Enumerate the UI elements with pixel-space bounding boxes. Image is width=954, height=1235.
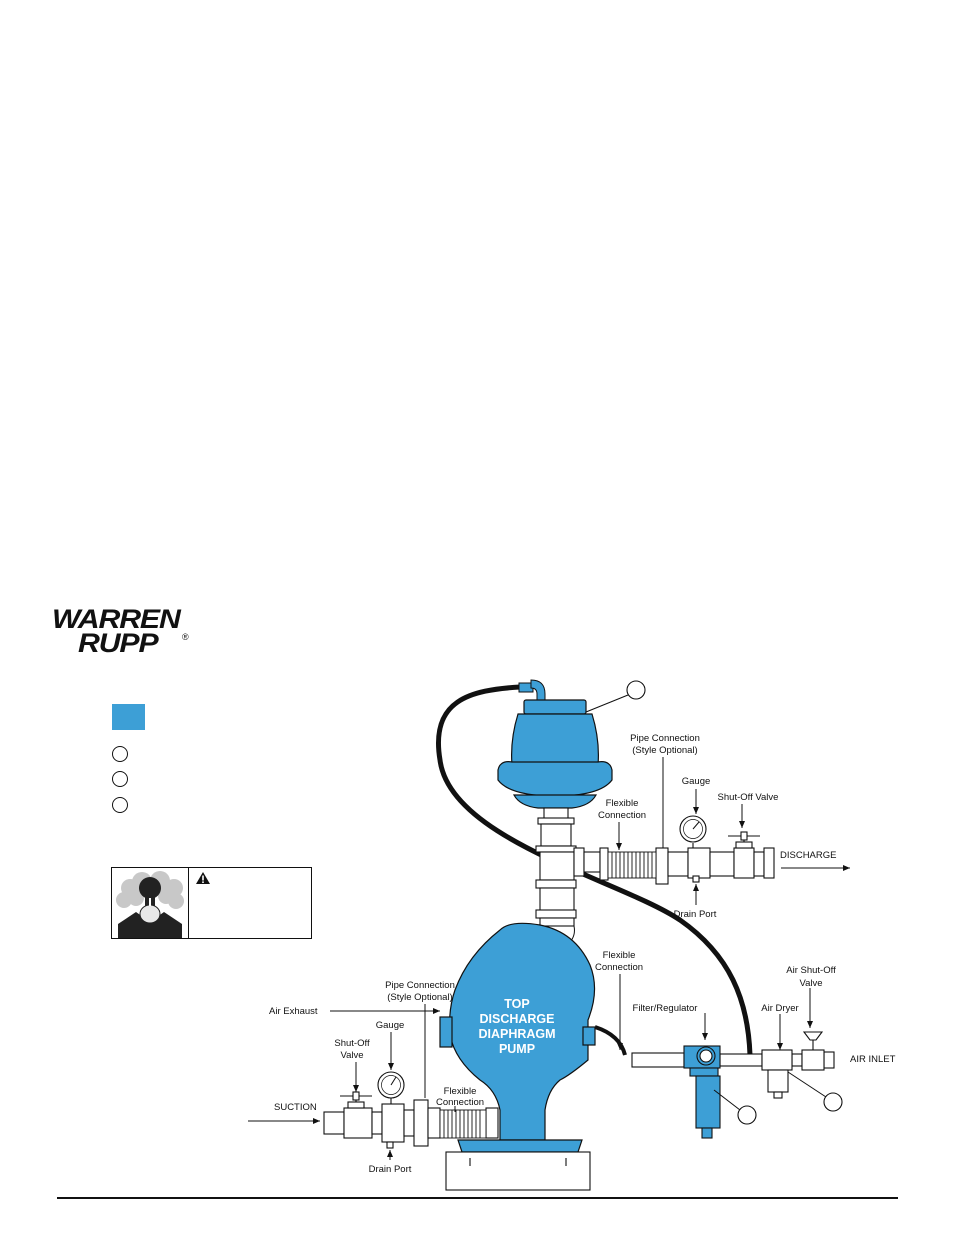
pump-base — [445, 1151, 591, 1191]
vertical-pipe — [535, 807, 577, 927]
pump-label-line-3: DIAPHRAGM — [478, 1027, 555, 1041]
label-gauge-top: Gauge — [682, 776, 711, 787]
shutoff-valve-top — [728, 831, 760, 849]
shutoff-valve-left — [340, 1091, 372, 1109]
flexible-connection-top — [607, 851, 657, 879]
filter-regulator — [683, 1045, 721, 1139]
callout-circle-filter — [737, 1105, 757, 1125]
legend-color-swatch — [112, 704, 145, 730]
warren-rupp-logo: WARREN RUPP ® — [52, 604, 198, 658]
gauge-left — [377, 1071, 405, 1104]
label-flexible-right-1: Flexible — [603, 950, 636, 961]
label-pipe-connection-top-1: Pipe Connection — [630, 733, 700, 744]
logo-line-2: RUPP — [78, 628, 159, 658]
air-flexible-hose — [594, 1025, 627, 1056]
label-air-shutoff-2: Valve — [799, 978, 822, 989]
warning-divider — [188, 868, 189, 938]
label-drain-port-top: Drain Port — [674, 909, 717, 920]
pump-label-line-2: DISCHARGE — [479, 1012, 554, 1026]
callout-circle-dryer — [823, 1092, 843, 1112]
label-shutoff-valve-top: Shut-Off Valve — [718, 792, 779, 803]
label-pipe-connection-left-1: Pipe Connection — [385, 980, 455, 991]
discharge-piping — [573, 847, 775, 885]
callout-circle-dome — [626, 680, 646, 700]
pump-label-line-4: PUMP — [499, 1042, 535, 1056]
pump-label-line-1: TOP — [504, 997, 529, 1011]
legend-circle-3 — [112, 797, 128, 813]
flexible-connection-bottom — [439, 1109, 487, 1139]
label-air-inlet: AIR INLET — [850, 1054, 896, 1065]
label-suction: SUCTION — [274, 1102, 317, 1113]
label-flexible-bottom-2: Connection — [436, 1097, 484, 1108]
footer-rule — [57, 1197, 898, 1199]
label-filter-regulator: Filter/Regulator — [633, 1003, 698, 1014]
discharge-dome — [497, 699, 613, 809]
legend-circle-2 — [112, 771, 128, 787]
label-shutoff-left-1: Shut-Off — [334, 1038, 370, 1049]
label-flexible-top-1: Flexible — [606, 798, 639, 809]
suction-piping — [323, 1099, 499, 1149]
label-pipe-connection-left-2: (Style Optional) — [387, 992, 452, 1003]
air-shutoff-valve — [801, 1031, 825, 1071]
label-flexible-right-2: Connection — [595, 962, 643, 973]
gauge-top — [679, 815, 707, 848]
label-discharge: DISCHARGE — [780, 850, 836, 861]
pump-body — [439, 922, 596, 1153]
label-air-shutoff-1: Air Shut-Off — [786, 965, 836, 976]
warning-triangle-icon — [196, 872, 210, 884]
warning-box — [111, 867, 312, 939]
breathing-hazard-icon — [116, 871, 184, 938]
logo-registered-mark: ® — [182, 632, 189, 642]
label-shutoff-left-2: Valve — [340, 1050, 363, 1061]
air-dryer — [761, 1049, 793, 1099]
label-air-dryer: Air Dryer — [761, 1003, 798, 1014]
logo-line-1: WARREN — [52, 604, 181, 634]
label-flexible-bottom-1: Flexible — [444, 1086, 477, 1097]
label-air-exhaust: Air Exhaust — [269, 1006, 318, 1017]
label-gauge-left: Gauge — [376, 1020, 405, 1031]
label-drain-port-bottom: Drain Port — [369, 1164, 412, 1175]
legend-circle-1 — [112, 746, 128, 762]
label-pipe-connection-top-2: (Style Optional) — [632, 745, 697, 756]
label-flexible-top-2: Connection — [598, 810, 646, 821]
